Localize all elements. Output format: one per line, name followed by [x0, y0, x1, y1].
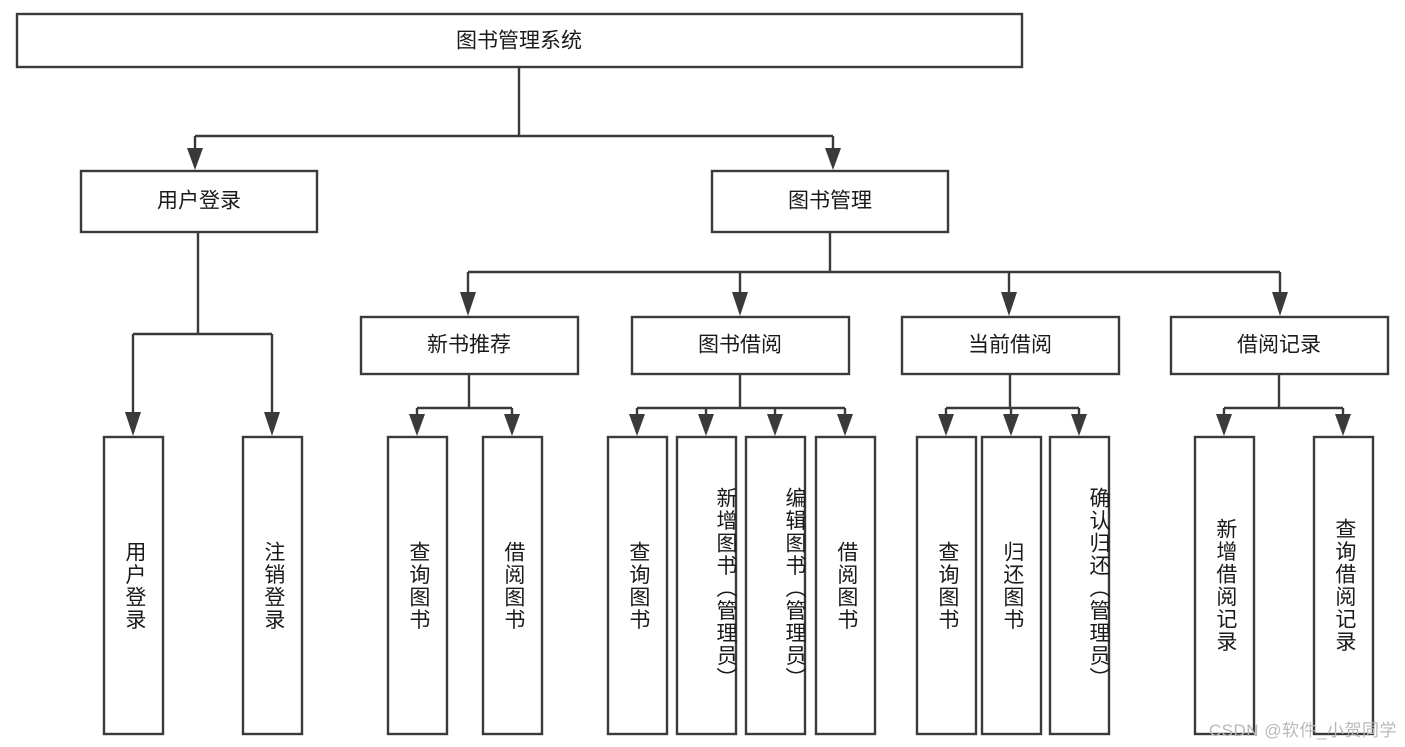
node-book-management[interactable]: 图书管理: [710, 169, 950, 234]
connector-root-to-level2: [187, 67, 841, 170]
leaf-box-return-book[interactable]: [980, 435, 1043, 736]
connector-newbook-to-leaves: [409, 374, 520, 436]
leaf-box-query-book-current[interactable]: [915, 435, 978, 736]
leaf-box-edit-book[interactable]: [744, 435, 807, 736]
connector-currentborrow-to-leaves: [938, 374, 1087, 436]
node-borrow-record[interactable]: 借阅记录: [1169, 315, 1390, 376]
node-root-label: 图书管理系统: [456, 30, 582, 53]
node-book-borrow-label: 图书借阅: [698, 334, 782, 357]
leaf-box-logout[interactable]: [241, 435, 304, 736]
leaf-box-query-book-recommend[interactable]: [386, 435, 449, 736]
connector-userlogin-to-leaves: [125, 232, 280, 436]
connector-bookborrow-to-leaves: [629, 374, 853, 436]
leaf-box-add-book[interactable]: [675, 435, 738, 736]
connector-bookmgmt-to-level3: [460, 232, 1288, 316]
node-new-book-recommend-label: 新书推荐: [427, 334, 511, 357]
leaf-box-borrow-book[interactable]: [814, 435, 877, 736]
node-borrow-record-label: 借阅记录: [1237, 334, 1321, 357]
node-user-login-label: 用户登录: [157, 190, 241, 213]
leaf-box-borrow-book-recommend[interactable]: [481, 435, 544, 736]
node-book-management-label: 图书管理: [788, 190, 872, 213]
leaf-box-query-book-borrow[interactable]: [606, 435, 669, 736]
node-current-borrow-label: 当前借阅: [968, 334, 1052, 357]
node-current-borrow[interactable]: 当前借阅: [900, 315, 1121, 376]
csdn-watermark: CSDN @软件_小贺同学: [1208, 721, 1397, 740]
node-user-login[interactable]: 用户登录: [79, 169, 319, 234]
leaf-boxes: [102, 435, 1375, 736]
node-book-borrow[interactable]: 图书借阅: [630, 315, 851, 376]
connector-borrowrecord-to-leaves: [1216, 374, 1351, 436]
node-new-book-recommend[interactable]: 新书推荐: [359, 315, 580, 376]
leaf-box-user-login[interactable]: [102, 435, 165, 736]
node-root[interactable]: 图书管理系统: [15, 12, 1024, 69]
leaf-box-confirm-return[interactable]: [1048, 435, 1111, 736]
leaf-box-query-borrow-record[interactable]: [1312, 435, 1375, 736]
leaf-box-add-borrow-record[interactable]: [1193, 435, 1256, 736]
